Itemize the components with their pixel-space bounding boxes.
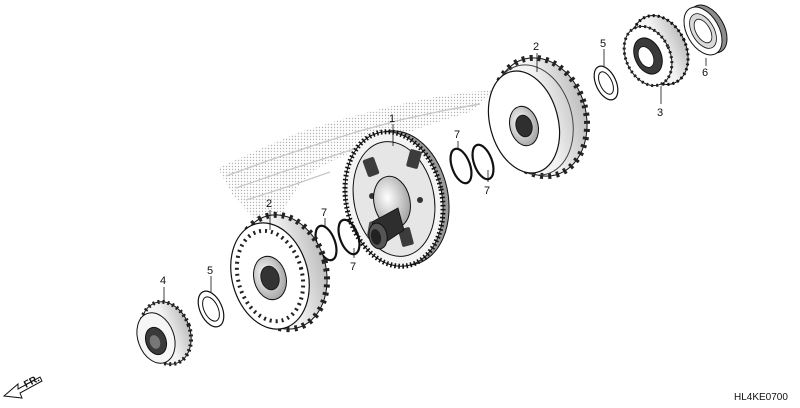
snap-ring-part-7-upper-a bbox=[449, 147, 473, 185]
honda-wing-watermark bbox=[218, 90, 496, 228]
callout-7: 7 bbox=[350, 261, 356, 273]
callout-1: 1 bbox=[389, 113, 395, 125]
drum-part-3 bbox=[622, 14, 690, 88]
washer-part-5-upper bbox=[593, 65, 619, 101]
callout-6: 6 bbox=[702, 67, 708, 79]
callout-4: 4 bbox=[160, 275, 166, 287]
leader-lines bbox=[163, 49, 707, 302]
callout-3: 3 bbox=[657, 107, 663, 119]
washer-part-5-lower bbox=[197, 290, 225, 328]
callout-7: 7 bbox=[484, 185, 490, 197]
callout-7: 7 bbox=[321, 207, 327, 219]
callout-5: 5 bbox=[207, 265, 213, 277]
gear-part-4 bbox=[136, 299, 194, 367]
callout-2: 2 bbox=[533, 41, 539, 53]
front-direction-arrow: FR. bbox=[2, 373, 43, 399]
callout-2: 2 bbox=[266, 198, 272, 210]
snap-ring-part-7-upper-b bbox=[471, 143, 495, 181]
diagram-code: HL4KE0700 bbox=[734, 392, 788, 403]
gear-assembly-part-1 bbox=[342, 129, 450, 269]
bearing-part-6 bbox=[683, 4, 728, 56]
drum-part-2-lower bbox=[230, 211, 331, 333]
front-direction-label: FR. bbox=[22, 373, 42, 390]
callout-5: 5 bbox=[600, 38, 606, 50]
snap-ring-part-7-lower-b bbox=[337, 218, 361, 256]
callout-7: 7 bbox=[454, 129, 460, 141]
drum-part-2-upper bbox=[487, 54, 591, 180]
